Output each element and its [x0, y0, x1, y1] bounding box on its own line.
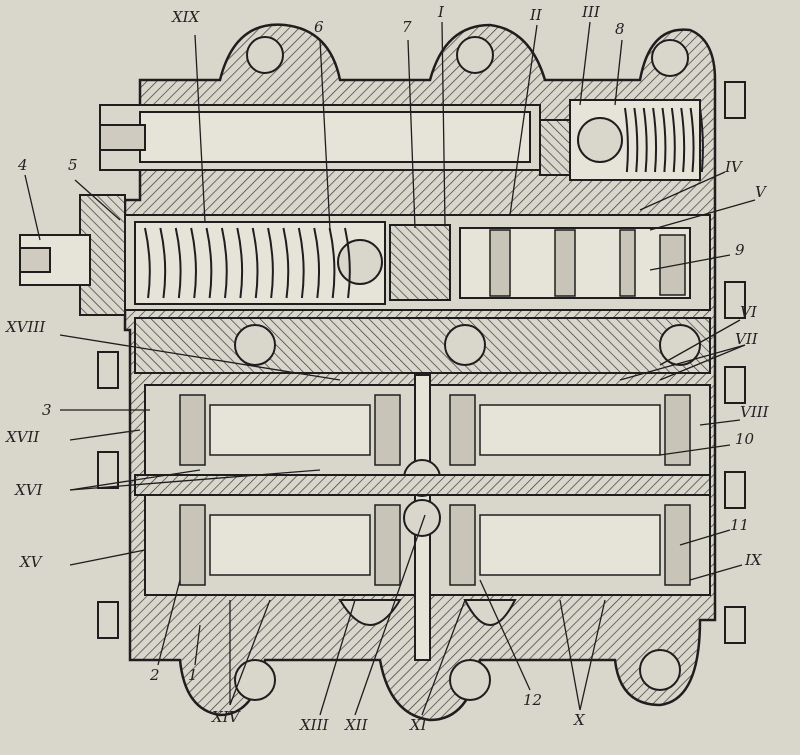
- spool-lands: [489, 229, 686, 297]
- label-VI: VI: [740, 303, 757, 321]
- label-5: 5: [68, 156, 78, 174]
- main-spring: [144, 227, 351, 299]
- upper-bore: [99, 104, 571, 176]
- label-XVII: XVII: [6, 428, 40, 446]
- label-1: 1: [188, 666, 198, 684]
- label-XI: XI: [410, 716, 427, 734]
- label-I: I: [438, 3, 444, 21]
- label-II: II: [530, 6, 542, 24]
- left-end-cap: [19, 194, 126, 316]
- label-10: 10: [735, 430, 755, 448]
- label-XVIII: XVIII: [6, 318, 46, 336]
- separator-plate: [134, 317, 711, 374]
- bottom-mount-holes: [234, 649, 681, 701]
- label-XIII: XIII: [300, 716, 329, 734]
- label-11: 11: [730, 516, 750, 534]
- check-valve-spring: [624, 107, 704, 173]
- label-3: 3: [42, 401, 52, 419]
- label-XVI: XVI: [15, 481, 43, 499]
- label-VII: VII: [735, 330, 758, 348]
- label-8: 8: [615, 20, 625, 38]
- label-XIX: XIX: [172, 8, 200, 26]
- middle-bore: [119, 214, 711, 311]
- label-VIII: VIII: [740, 403, 769, 421]
- leader-lines: [24, 21, 756, 716]
- side-bolts: [97, 81, 746, 644]
- label-12: 12: [523, 691, 543, 709]
- label-6: 6: [314, 18, 324, 36]
- label-XIV: XIV: [212, 708, 240, 726]
- label-X: X: [574, 711, 585, 729]
- label-4: 4: [18, 156, 28, 174]
- bottom-cavities: [338, 599, 517, 626]
- top-mount-holes: [246, 36, 689, 77]
- label-IX: IX: [745, 551, 762, 569]
- label-IV: IV: [725, 158, 742, 176]
- label-7: 7: [402, 18, 412, 36]
- label-XII: XII: [345, 716, 368, 734]
- label-XV: XV: [20, 553, 42, 571]
- lower-spools: [179, 394, 691, 586]
- label-9: 9: [735, 241, 745, 259]
- label-V: V: [755, 183, 766, 201]
- label-2: 2: [150, 666, 160, 684]
- label-III: III: [582, 3, 600, 21]
